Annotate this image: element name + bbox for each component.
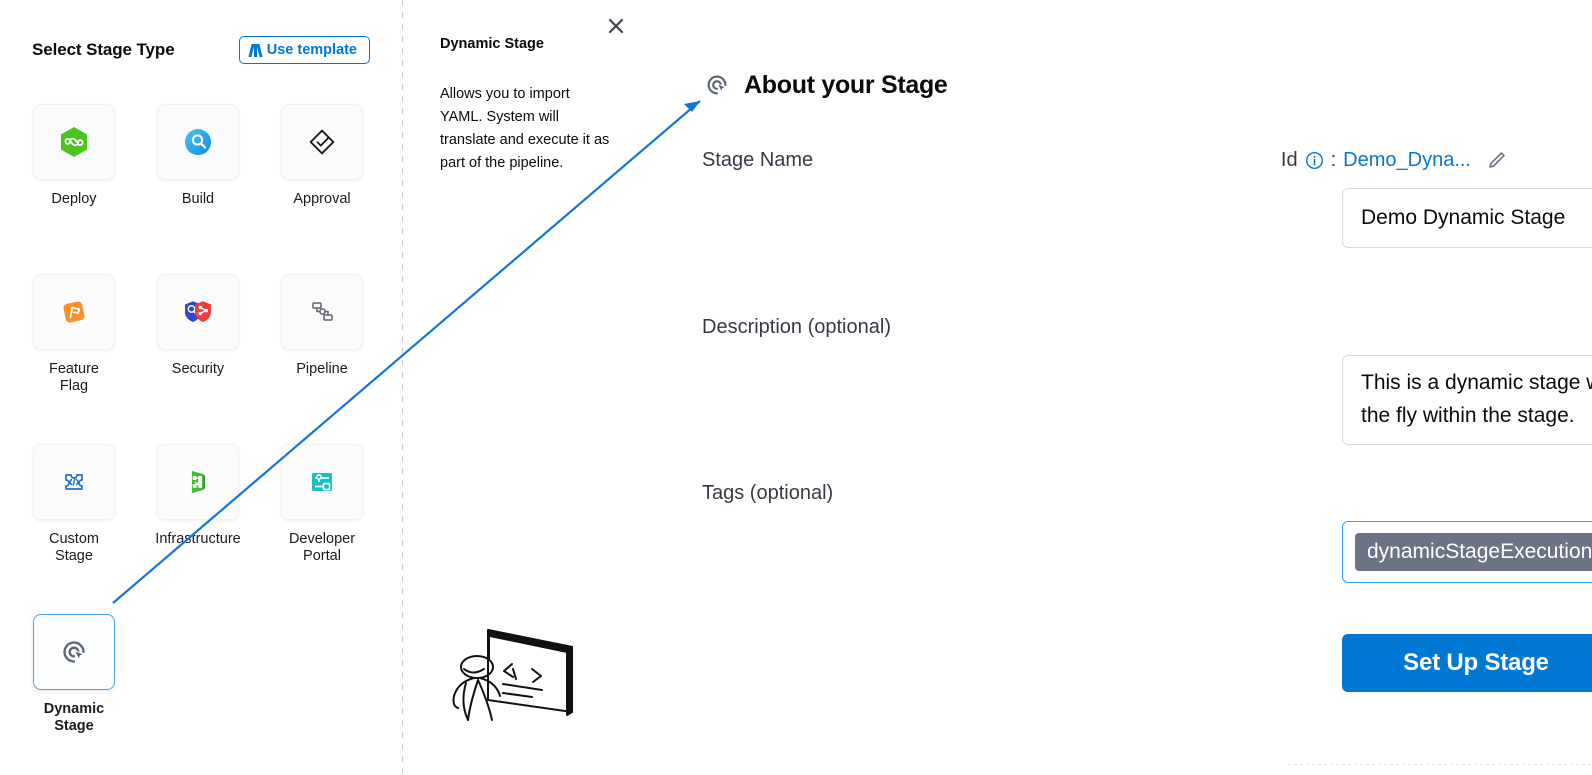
stage-id-value: Demo_Dyna... [1343, 148, 1471, 171]
about-header: About your Stage [702, 70, 948, 100]
select-stage-type-panel: Select Stage Type Use template Deploy [0, 0, 402, 775]
stage-cell-pipeline: Pipeline [280, 274, 364, 444]
stage-card-feature-flag[interactable] [33, 274, 115, 350]
tags-input[interactable]: dynamicStageExecution ✕ [1342, 521, 1592, 583]
stage-card-build[interactable] [157, 104, 239, 180]
use-template-button[interactable]: Use template [239, 35, 370, 65]
dynamic-stage-target-cursor-icon [707, 75, 727, 95]
deploy-hexagon-infinity-icon [61, 127, 87, 157]
stage-cell-custom-stage: Custom Stage [32, 444, 116, 614]
stage-name-label: Stage Name [702, 148, 814, 171]
stage-label-custom-stage: Custom Stage [49, 531, 99, 564]
stage-card-security[interactable] [157, 274, 239, 350]
stage-card-custom-stage[interactable] [33, 444, 115, 520]
stage-card-dynamic-stage[interactable] [33, 614, 115, 690]
stage-label-dynamic-stage: Dynamic Stage [43, 701, 105, 734]
infrastructure-nodes-icon [192, 471, 205, 493]
pencil-edit-icon[interactable] [1486, 149, 1508, 171]
stage-card-pipeline[interactable] [281, 274, 363, 350]
stage-label-security: Security [171, 361, 225, 377]
stage-cell-security: Security [156, 274, 240, 444]
stage-id-label: Id [1280, 148, 1298, 171]
stage-label-approval: Approval [293, 191, 351, 207]
stage-name-input[interactable] [1342, 188, 1592, 248]
stage-info-title: Dynamic Stage [440, 36, 544, 52]
approval-diamond-check-icon [309, 129, 335, 155]
build-magnifier-circle-icon [185, 129, 211, 155]
stage-cell-dynamic-stage: Dynamic Stage [32, 614, 116, 775]
stage-label-deploy: Deploy [51, 191, 97, 207]
bottom-divider [1288, 764, 1592, 765]
stage-label-infrastructure: Infrastructure [155, 531, 241, 547]
info-circle-icon[interactable] [1305, 151, 1324, 170]
pipeline-nodes-icon [312, 302, 333, 321]
tag-chip: dynamicStageExecution ✕ [1355, 533, 1592, 571]
stage-card-approval[interactable] [281, 104, 363, 180]
left-panel-header: Select Stage Type Use template [32, 34, 370, 66]
feature-flag-icon [63, 301, 85, 323]
stage-cell-approval: Approval [280, 104, 364, 274]
description-label: Description (optional) [702, 316, 891, 338]
tag-chip-label: dynamicStageExecution [1367, 540, 1592, 563]
developer-portal-icon [312, 473, 332, 491]
stage-label-developer-portal: Developer Portal [288, 531, 356, 564]
stage-name-row: Stage Name Id : Demo_Dyna... [702, 145, 1508, 175]
stage-label-build: Build [181, 191, 215, 207]
stage-id-separator: : [1330, 148, 1337, 171]
set-up-stage-button[interactable]: Set Up Stage [1342, 634, 1592, 692]
page-title: Select Stage Type [32, 40, 175, 59]
stage-card-deploy[interactable] [33, 104, 115, 180]
stage-label-feature-flag: Feature Flag [49, 361, 99, 394]
stage-card-infrastructure[interactable] [157, 444, 239, 520]
person-presenting-code-board-illustration [450, 617, 580, 722]
about-your-stage-panel: About your Stage Stage Name Id : Demo_Dy… [640, 0, 1592, 775]
stage-cell-build: Build [156, 104, 240, 274]
stage-card-developer-portal[interactable] [281, 444, 363, 520]
stage-type-grid: Deploy Build [32, 104, 372, 775]
tags-label: Tags (optional) [702, 482, 834, 504]
stage-id-group: Id : Demo_Dyna... [1281, 149, 1508, 172]
close-icon [608, 18, 624, 34]
stage-cell-infrastructure: Infrastructure [155, 444, 241, 614]
stage-label-pipeline: Pipeline [296, 361, 348, 377]
use-template-label: Use template [266, 41, 357, 58]
about-title: About your Stage [744, 70, 948, 99]
description-textarea[interactable]: This is a dynamic stage which allows you… [1342, 355, 1592, 445]
custom-stage-code-icon [65, 474, 83, 490]
stage-cell-deploy: Deploy [32, 104, 116, 274]
dynamic-stage-target-cursor-icon [63, 641, 86, 663]
stage-cell-feature-flag: Feature Flag [32, 274, 116, 444]
stage-cell-developer-portal: Developer Portal [280, 444, 364, 614]
template-bars-icon [248, 43, 263, 57]
security-shields-icon [185, 301, 211, 322]
stage-info-description: Allows you to import YAML. System will t… [440, 86, 610, 171]
close-button[interactable] [604, 14, 628, 38]
